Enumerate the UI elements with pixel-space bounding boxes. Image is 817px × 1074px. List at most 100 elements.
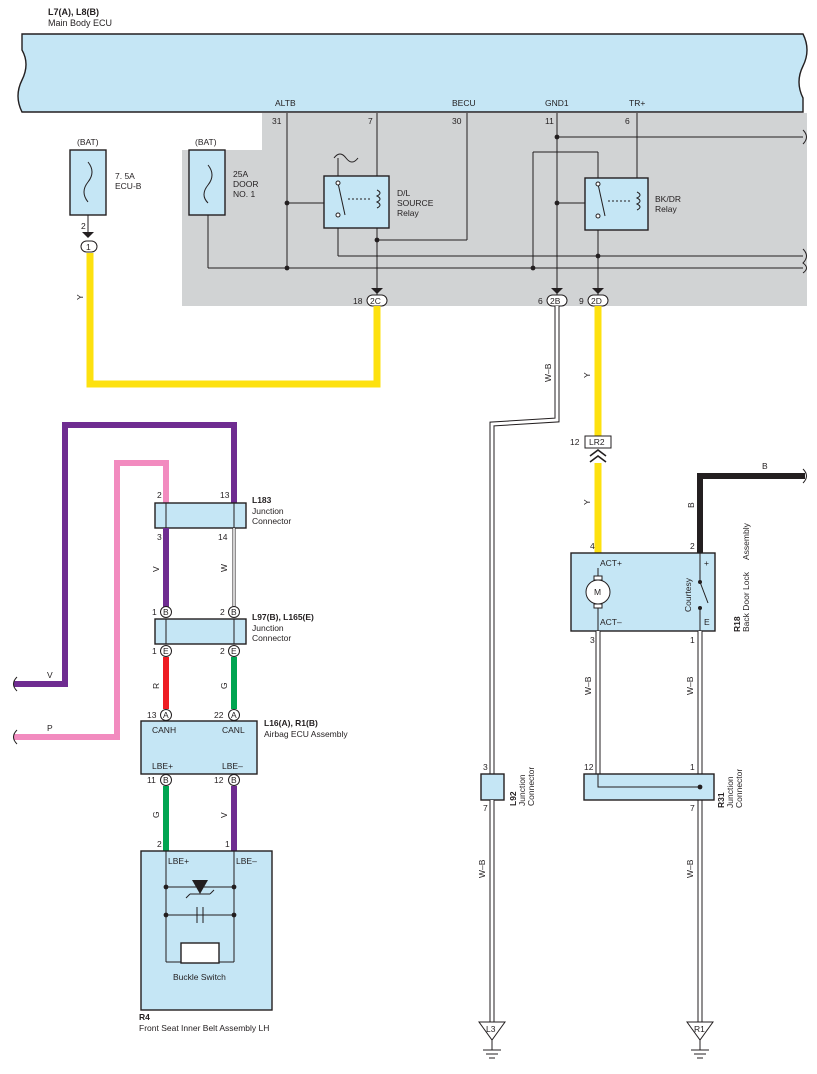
pin-7: 7 [368, 116, 373, 126]
r31-dot [697, 784, 703, 790]
svg-text:B: B [231, 607, 237, 617]
bd-label-e: E [704, 617, 710, 627]
l92-pin-7: 7 [483, 803, 488, 813]
svg-text:L3: L3 [486, 1024, 496, 1034]
svg-text:B: B [231, 775, 237, 785]
wire-label-g-2: G [151, 811, 161, 818]
airbag-code: L16(A), R1(B) [264, 718, 318, 728]
bd-label-act-minus: ACT– [600, 617, 622, 627]
r31-name-1: Junction [725, 776, 735, 808]
l183-connector [154, 502, 247, 529]
l97-name-1: Junction [252, 623, 284, 633]
svg-text:1: 1 [152, 646, 157, 656]
lr2-pin: 12 [570, 437, 580, 447]
ground-l3: L3 [478, 1021, 506, 1059]
wire-label-w: W [219, 564, 229, 572]
l97-code: L97(B), L165(E) [252, 612, 314, 622]
lr2-id: LR2 [589, 437, 605, 447]
bd-name-1: Back Door Lock [741, 571, 751, 632]
svg-text:9: 9 [579, 296, 584, 306]
bd-label-courtesy: Courtesy [683, 577, 693, 612]
wire-wb-2b [489, 306, 560, 775]
svg-text:A: A [231, 710, 237, 720]
wire-label-wb-5: W–B [477, 859, 487, 878]
wire-label-v-3: V [219, 812, 229, 818]
wire-p-wavy-end [13, 729, 18, 745]
door-fuse [188, 149, 226, 216]
svg-text:18: 18 [353, 296, 363, 306]
svg-text:22: 22 [214, 710, 224, 720]
door-fuse-source: (BAT) [195, 137, 217, 147]
ecub-connector-arrow [82, 232, 94, 238]
wire-label-r: R [151, 683, 161, 689]
airbag-label-lbe-plus: LBE+ [152, 761, 173, 771]
l97-pins-top: 1 B 2 B [152, 606, 240, 618]
airbag-name: Airbag ECU Assembly [264, 729, 348, 739]
ecub-fuse-symbol [83, 161, 93, 203]
belt-circuit [163, 851, 237, 964]
airbag-label-canl: CANL [222, 725, 245, 735]
bd-pin-e: 1 [690, 635, 695, 645]
svg-text:E: E [163, 646, 169, 656]
wire-b-wavy-end [802, 468, 807, 484]
terminal-becu: BECU [452, 98, 476, 108]
bd-name-2: Assembly [741, 522, 751, 560]
ecu-body [17, 33, 808, 113]
wire-yellow-ecub [86, 253, 381, 388]
l183-pin-13: 13 [220, 490, 230, 500]
connector-2b: 2B 6 [538, 288, 568, 307]
pin-31: 31 [272, 116, 282, 126]
wire-v-wavy-end [13, 676, 18, 692]
pin-30: 30 [452, 116, 462, 126]
l92-pin-3: 3 [483, 762, 488, 772]
pin-11: 11 [545, 116, 554, 126]
belt-code: R4 [139, 1012, 150, 1022]
ecu-internal-area [182, 113, 807, 306]
door-fuse-rating: 25A [233, 169, 248, 179]
ecub-connector-id: 1 [86, 242, 91, 252]
l92-name-1: Junction [517, 774, 527, 806]
ecub-fuse-pin: 2 [81, 221, 86, 231]
ecub-fuse-rating: 7. 5A [115, 171, 135, 181]
ecu-wavy-end-bottom [802, 248, 807, 274]
l183-name-1: Junction [252, 506, 284, 516]
l92-code: L92 [508, 791, 518, 806]
svg-text:13: 13 [147, 710, 157, 720]
wire-label-wb-1: W–B [543, 363, 553, 382]
svg-text:A: A [163, 710, 169, 720]
lr2-chevron [589, 449, 607, 463]
ecub-fuse-source: (BAT) [77, 137, 99, 147]
airbag-label-lbe-minus: LBE– [222, 761, 243, 771]
r31-internal [597, 774, 700, 788]
l183-name-2: Connector [252, 516, 291, 526]
l183-pin-3: 3 [157, 532, 162, 542]
door-fuse-symbol [203, 164, 213, 204]
r31-code: R31 [716, 792, 726, 808]
bkdr-relay-label-2: Relay [655, 204, 677, 214]
l97-name-2: Connector [252, 633, 291, 643]
connector-2c: 2C 18 [353, 288, 388, 307]
bd-pin-act-minus: 3 [590, 635, 595, 645]
belt-name: Front Seat Inner Belt Assembly LH [139, 1023, 269, 1033]
ecub-connector [80, 240, 98, 253]
l92-connector [480, 773, 505, 801]
wire-black-b [697, 473, 805, 553]
svg-text:1: 1 [152, 607, 157, 617]
connector-2d: 2D 9 [579, 288, 609, 307]
buckle-switch-label: Buckle Switch [173, 972, 226, 982]
bd-code: R18 [732, 616, 742, 632]
wire-label-g-1: G [219, 682, 229, 689]
pin-6: 6 [625, 116, 630, 126]
svg-text:E: E [231, 646, 237, 656]
ecub-fuse-name: ECU-B [115, 181, 142, 191]
svg-text:12: 12 [214, 775, 224, 785]
airbag-pins-bottom: 11 B 12 B [147, 774, 240, 786]
ecu-wavy-end-top [802, 129, 807, 145]
svg-text:2C: 2C [370, 296, 381, 306]
wire-label-y-3: Y [582, 499, 592, 505]
motor-symbol: M [585, 568, 611, 631]
wire-label-wb-2: W–B [583, 676, 593, 695]
l183-pin-2: 2 [157, 490, 162, 500]
wire-purple-v [14, 422, 237, 687]
